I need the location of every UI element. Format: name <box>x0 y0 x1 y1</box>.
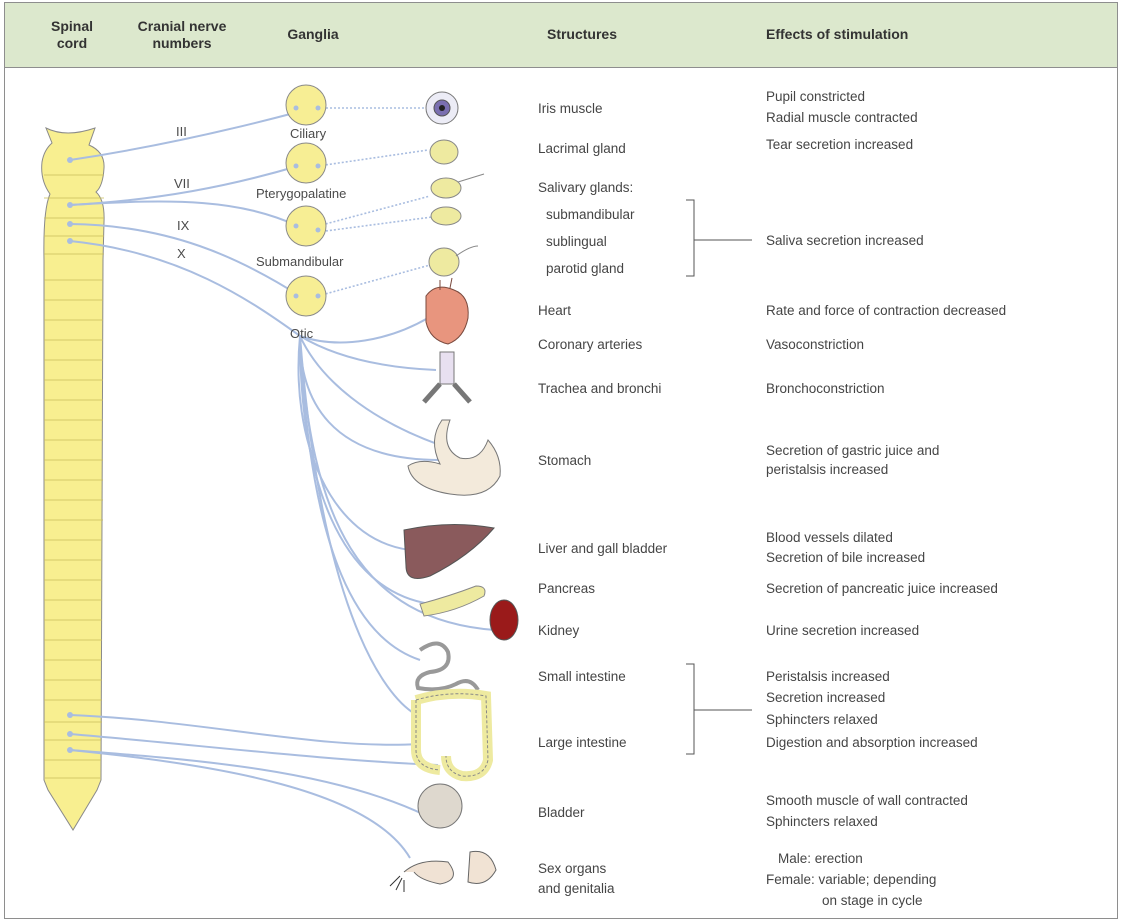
heart-icon <box>426 278 468 344</box>
spinal-cord <box>42 128 104 830</box>
salivary-bracket <box>686 200 752 276</box>
genitalia-icon <box>390 851 496 892</box>
small-intestine-icon <box>417 643 478 690</box>
structure-kidney: Kidney <box>538 623 579 639</box>
cranial-nerve-VII: VII <box>174 176 190 191</box>
parotid-gland-icon <box>429 246 478 276</box>
cranial-nerve-III: III <box>176 124 187 139</box>
effect-iris-2: Radial muscle contracted <box>766 110 918 126</box>
ganglion-otic <box>286 276 326 316</box>
structure-salivary: Salivary glands: <box>538 180 633 196</box>
intestine-bracket <box>686 664 752 754</box>
effect-bladder-1: Smooth muscle of wall contracted <box>766 793 968 809</box>
effect-sex-2: Female: variable; depending <box>766 872 936 888</box>
structure-genitalia: and genitalia <box>538 881 615 897</box>
effect-intestine-1: Peristalsis increased <box>766 669 890 685</box>
lacrimal-gland-icon <box>430 140 458 164</box>
cranial-nerve-X: X <box>177 246 186 261</box>
structure-pancreas: Pancreas <box>538 581 595 597</box>
structure-bladder: Bladder <box>538 805 585 821</box>
ganglion-ciliary <box>286 85 326 125</box>
effect-coronary: Vasoconstriction <box>766 337 864 353</box>
pancreas-icon <box>420 586 485 616</box>
cranial-nerve-IX: IX <box>177 218 189 233</box>
eye-icon <box>426 92 458 124</box>
ganglion-label-ciliary: Ciliary <box>290 126 326 141</box>
structure-liver: Liver and gall bladder <box>538 541 667 557</box>
effect-liver-1: Blood vessels dilated <box>766 530 893 546</box>
bladder-icon <box>418 784 462 828</box>
effect-intestine-3: Sphincters relaxed <box>766 712 878 728</box>
effect-stomach-1: Secretion of gastric juice and <box>766 443 939 459</box>
structure-coronary: Coronary arteries <box>538 337 642 353</box>
effect-salivary: Saliva secretion increased <box>766 233 924 249</box>
trachea-icon <box>424 352 470 402</box>
effect-liver-2: Secretion of bile increased <box>766 550 925 566</box>
effect-intestine-4: Digestion and absorption increased <box>766 735 978 751</box>
submandibular-gland-icon <box>431 174 484 198</box>
structure-iris: Iris muscle <box>538 101 603 117</box>
effect-intestine-2: Secretion increased <box>766 690 885 706</box>
effect-trachea: Bronchoconstriction <box>766 381 885 397</box>
kidney-icon <box>490 600 518 640</box>
effect-sex-3: on stage in cycle <box>822 893 923 909</box>
sublingual-gland-icon <box>431 207 461 225</box>
liver-icon <box>404 524 494 578</box>
effect-stomach-2: peristalsis increased <box>766 462 888 478</box>
structure-sublingual: sublingual <box>546 234 607 250</box>
structure-lacrimal: Lacrimal gland <box>538 141 626 157</box>
structure-small-intestine: Small intestine <box>538 669 626 685</box>
structure-sex-organs: Sex organs <box>538 861 606 877</box>
ganglion-label-pterygopalatine: Pterygopalatine <box>256 186 346 201</box>
effect-heart: Rate and force of contraction decreased <box>766 303 1006 319</box>
structure-trachea: Trachea and bronchi <box>538 381 661 397</box>
structure-parotid: parotid gland <box>546 261 624 277</box>
structure-stomach: Stomach <box>538 453 591 469</box>
ganglion-pterygopalatine <box>286 143 326 183</box>
ganglion-label-otic: Otic <box>290 326 313 341</box>
ganglion-submandibular <box>286 206 326 246</box>
effect-bladder-2: Sphincters relaxed <box>766 814 878 830</box>
large-intestine-icon <box>416 694 488 776</box>
effect-lacrimal: Tear secretion increased <box>766 137 913 153</box>
structure-heart: Heart <box>538 303 571 319</box>
structure-submandibular: submandibular <box>546 207 635 223</box>
structure-large-intestine: Large intestine <box>538 735 627 751</box>
ganglion-label-submandibular: Submandibular <box>256 254 343 269</box>
effect-kidney: Urine secretion increased <box>766 623 919 639</box>
effect-iris-1: Pupil constricted <box>766 89 865 105</box>
effect-sex-1: Male: erection <box>778 851 863 867</box>
stomach-icon <box>408 420 500 495</box>
effect-pancreas: Secretion of pancreatic juice increased <box>766 581 998 597</box>
